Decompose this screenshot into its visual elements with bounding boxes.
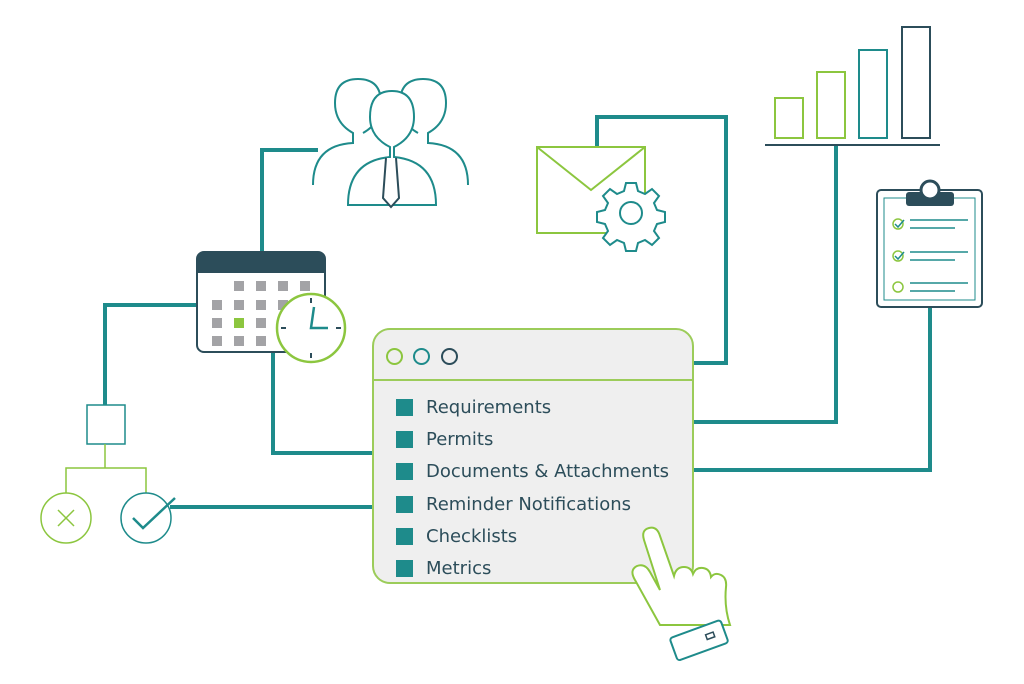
bullet-icon xyxy=(396,463,413,481)
bullet-icon xyxy=(396,495,413,513)
menu-item-label: Documents & Attachments xyxy=(426,461,670,483)
connector-lines xyxy=(103,115,932,509)
menu-item-documents[interactable]: Documents & Attachments xyxy=(396,456,692,488)
menu-item-metrics[interactable]: Metrics xyxy=(396,552,692,584)
bullet-icon xyxy=(396,527,413,545)
bar-chart-icon xyxy=(765,26,940,146)
menu-item-label: Reminder Notifications xyxy=(426,493,631,515)
team-icon xyxy=(312,77,469,209)
menu-item-label: Permits xyxy=(426,428,494,450)
window-dot-dark xyxy=(441,348,458,365)
bullet-icon xyxy=(396,560,413,578)
menu-item-label: Requirements xyxy=(426,396,552,418)
window-header xyxy=(374,330,692,381)
checklist-clipboard-icon xyxy=(876,179,983,308)
window-dot-green xyxy=(386,348,403,365)
menu-item-requirements[interactable]: Requirements xyxy=(396,391,692,423)
menu-item-reminders[interactable]: Reminder Notifications xyxy=(396,488,692,520)
app-window: Requirements Permits Documents & Attachm… xyxy=(372,328,694,584)
reject-icon xyxy=(40,492,92,544)
menu-item-label: Metrics xyxy=(426,558,492,580)
approve-icon xyxy=(120,492,176,544)
clock-icon xyxy=(275,292,347,364)
decision-tree xyxy=(40,404,176,544)
menu-item-permits[interactable]: Permits xyxy=(396,423,692,455)
bullet-icon xyxy=(396,430,413,448)
menu-item-checklists[interactable]: Checklists xyxy=(396,520,692,552)
feature-menu: Requirements Permits Documents & Attachm… xyxy=(374,381,692,585)
email-settings-icon xyxy=(536,146,666,252)
window-dot-teal xyxy=(413,348,430,365)
menu-item-label: Checklists xyxy=(426,525,518,547)
bullet-icon xyxy=(396,398,413,416)
